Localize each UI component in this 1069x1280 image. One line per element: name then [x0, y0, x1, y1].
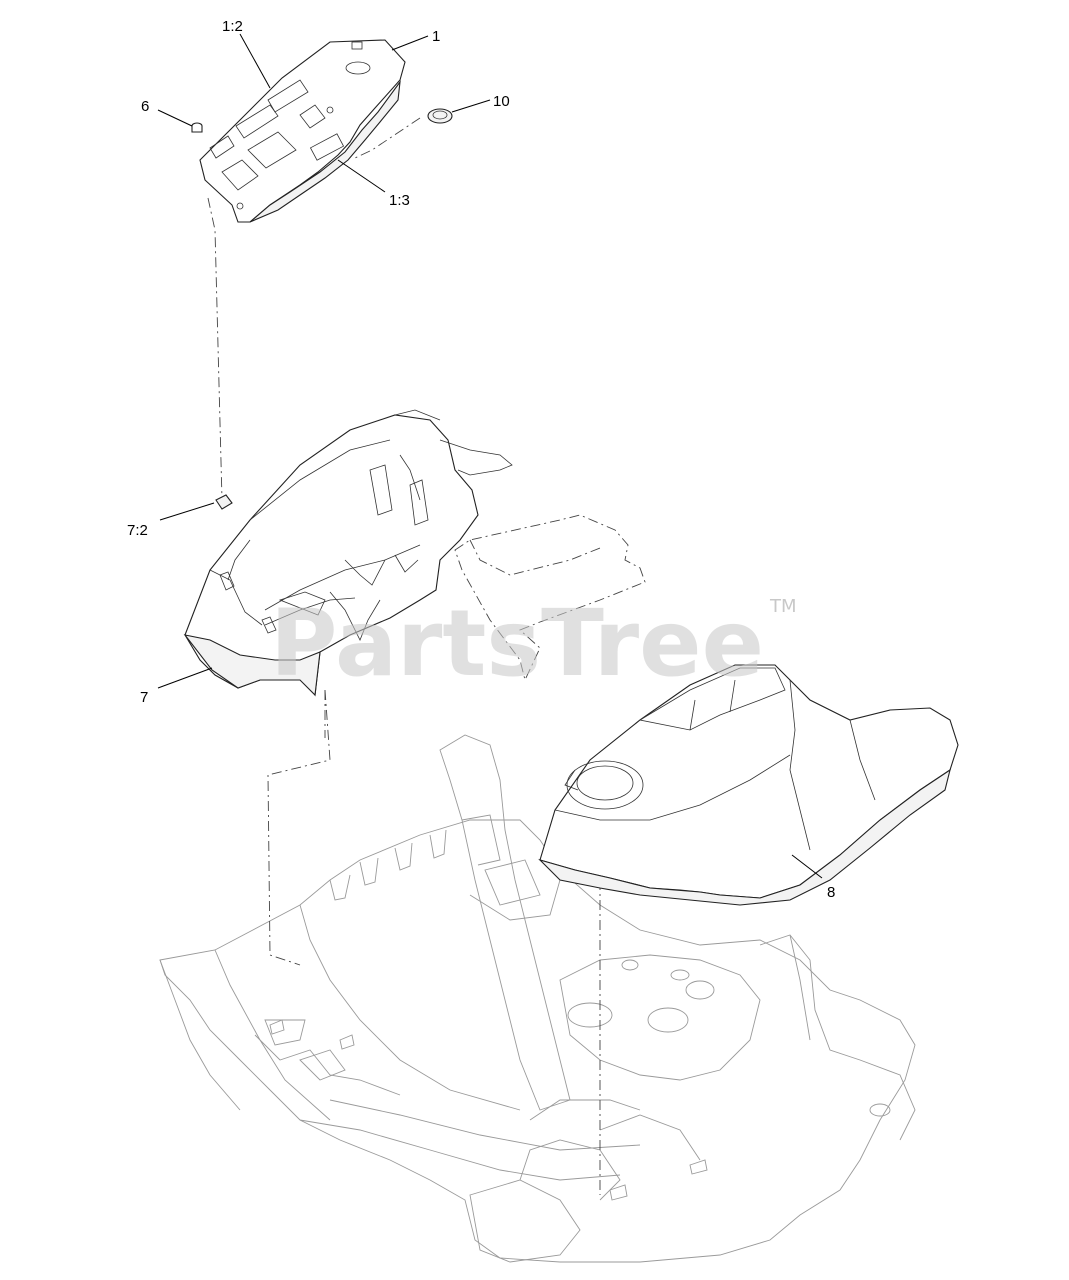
part-1-control-panel [199, 39, 406, 223]
callout-6: 6 [141, 98, 149, 115]
part-8-console-cover [538, 664, 959, 906]
chassis-frame [159, 734, 916, 1263]
callout-leaders [157, 33, 823, 879]
part-7-2-clip-nut [215, 494, 233, 510]
watermark-trademark: TM [769, 596, 797, 617]
part-7-console-tray [183, 409, 513, 697]
part-10-grommet [427, 108, 453, 124]
callout-7-2: 7:2 [127, 522, 148, 539]
callout-1: 1 [432, 28, 440, 45]
watermark-text: PartsTree [270, 590, 764, 697]
assembly-lines [207, 117, 601, 1195]
watermark: PartsTree TM [270, 590, 797, 697]
callout-7: 7 [140, 689, 148, 706]
callout-1-3: 1:3 [389, 192, 410, 209]
mount-bracket-ghost [454, 514, 646, 682]
callout-10: 10 [493, 93, 510, 110]
callout-labels: 1 1:2 1:3 6 10 7:2 7 8 [127, 18, 835, 901]
callout-1-2: 1:2 [222, 18, 243, 35]
callout-8: 8 [827, 884, 835, 901]
part-6-bolt [191, 122, 203, 133]
